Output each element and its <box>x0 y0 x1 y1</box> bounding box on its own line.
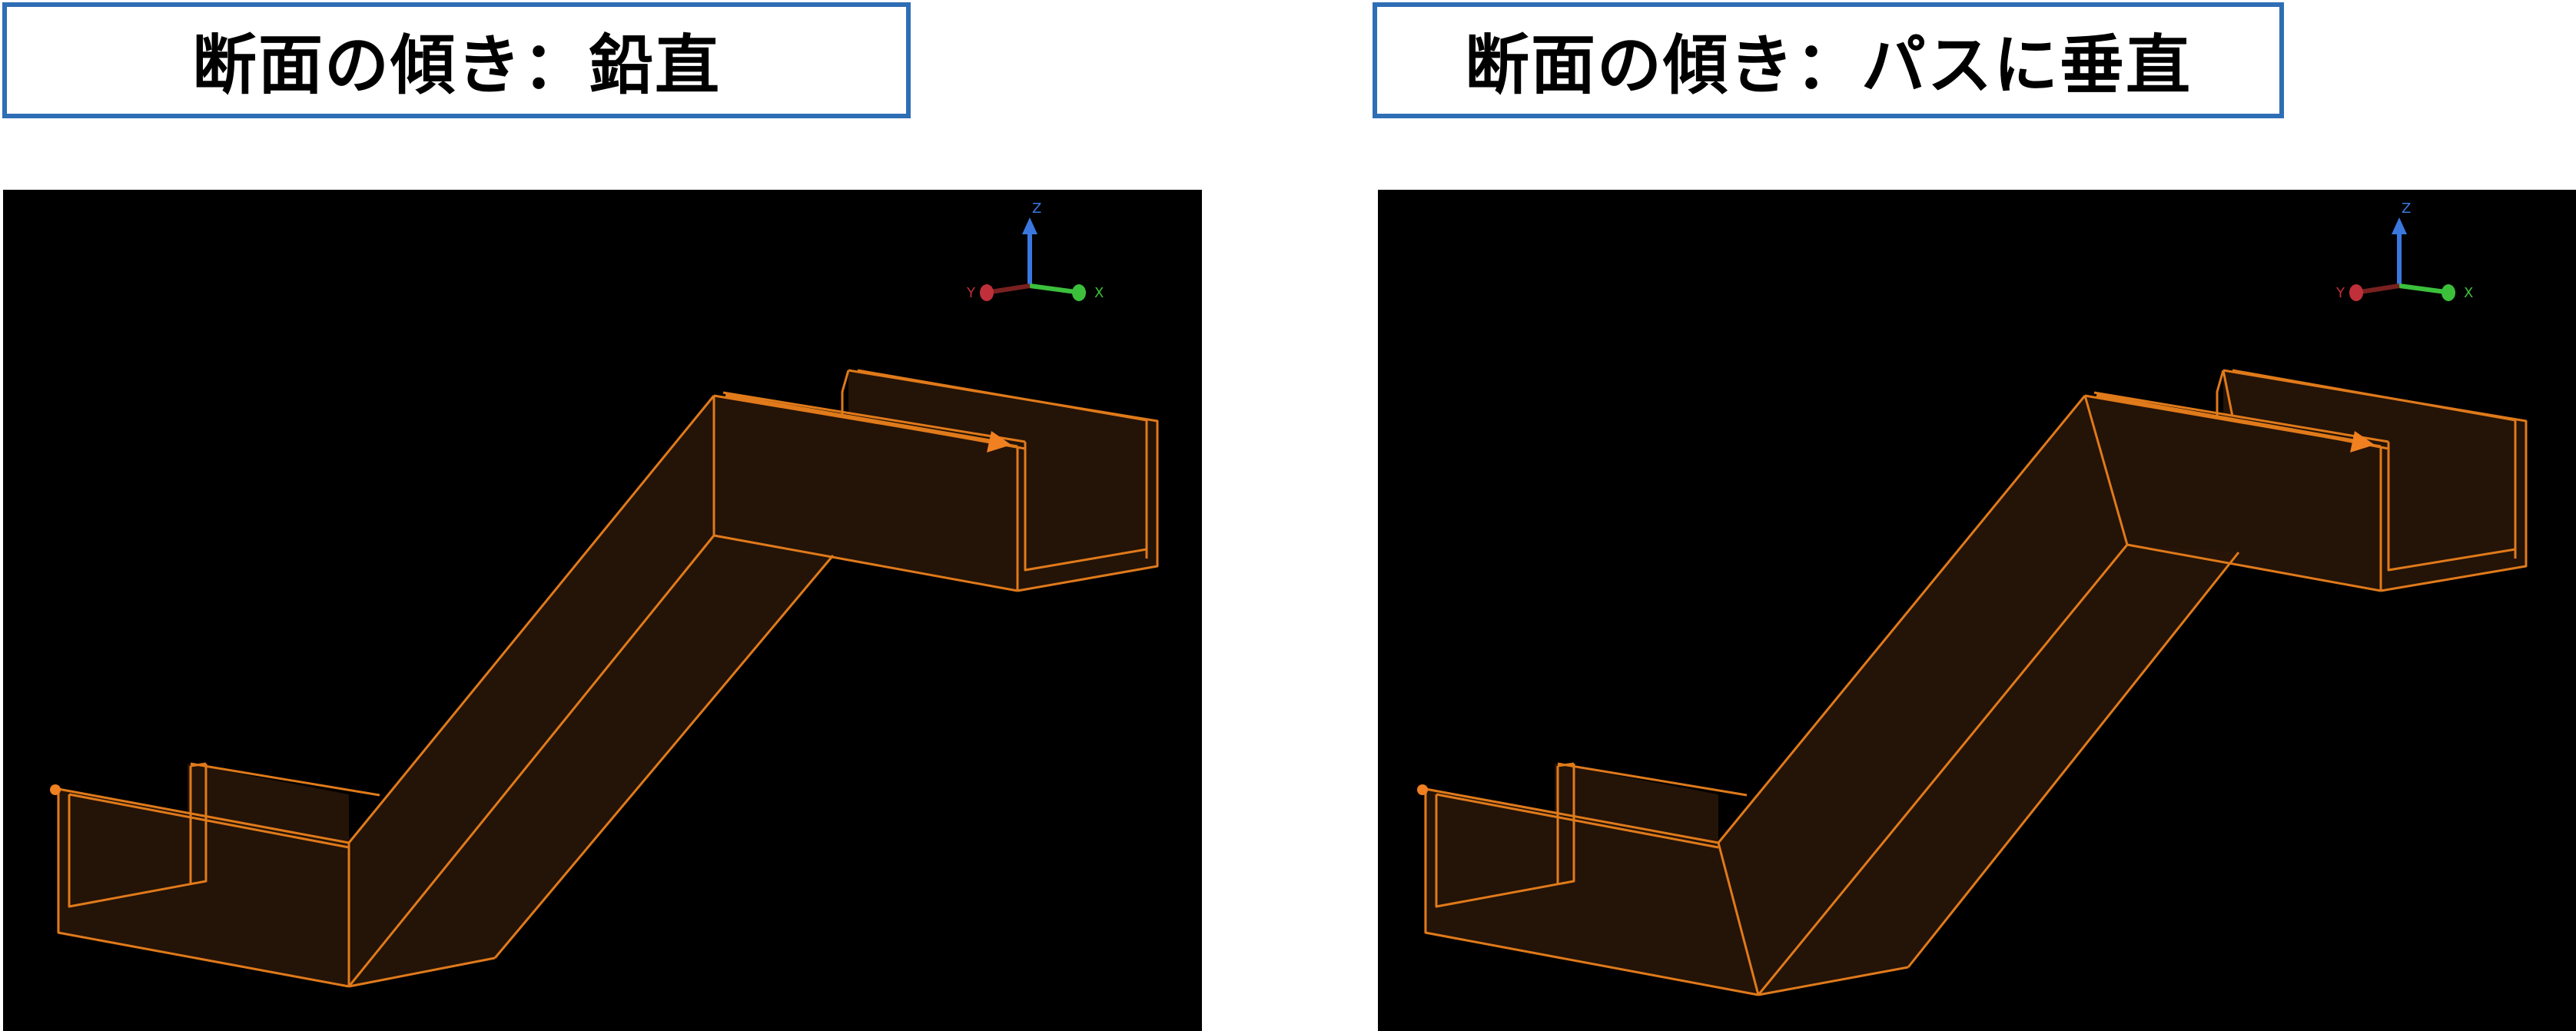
viewport-vertical[interactable]: Z Y X <box>3 190 1202 1031</box>
label-text: 断面の傾き：鉛直 <box>191 28 721 103</box>
path-line <box>725 393 995 444</box>
label-text: 断面の傾き：パスに垂直 <box>1464 28 2192 103</box>
path-arrow-head <box>2350 431 2375 453</box>
viewport-path-normal[interactable]: Z Y X <box>1378 190 2576 1031</box>
path-start-point <box>1417 784 1428 795</box>
path-start-point <box>50 784 61 795</box>
axis-triad: Z Y X <box>966 201 1104 301</box>
axis-label-z: Z <box>1032 201 1041 217</box>
model-faces <box>1424 370 2526 995</box>
axis-label-x: X <box>1094 285 1104 301</box>
axis-label-y: Y <box>966 285 976 301</box>
sweep-model-vertical: Z Y X <box>50 201 1159 988</box>
model-faces <box>57 370 1157 986</box>
axis-label-x: X <box>2464 285 2473 301</box>
path-line <box>2096 393 2359 444</box>
axis-label-z: Z <box>2402 201 2411 217</box>
axis-label-y: Y <box>2335 285 2345 301</box>
section-tilt-path-normal-label: 断面の傾き：パスに垂直 <box>1373 2 2284 118</box>
path-arrow-head <box>987 431 1011 453</box>
sweep-model-path-normal: Z Y X <box>1417 201 2528 996</box>
axis-triad: Z Y X <box>2335 201 2473 301</box>
section-tilt-vertical-label: 断面の傾き：鉛直 <box>2 2 911 118</box>
model-edges <box>1424 369 2528 996</box>
